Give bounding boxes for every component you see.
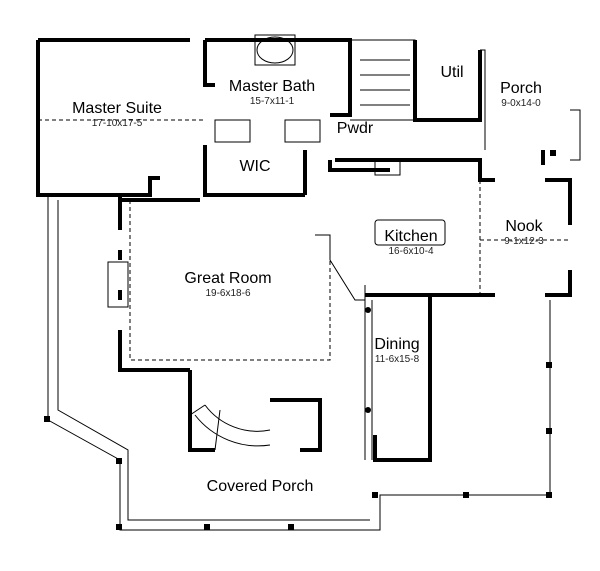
room-name: Master Bath [228,78,316,95]
room-name: Master Suite [72,100,162,117]
room-dims: 16-6x10-4 [388,246,434,257]
room-name: Porch [500,80,542,97]
room-util: Util [440,64,463,82]
room-name: WIC [239,158,271,175]
room-dims: 15-7x11-1 [249,96,295,107]
room-dims: 17-10x17-5 [91,118,143,129]
room-dims: 19-6x18-6 [205,288,251,299]
room-name: Covered Porch [206,478,314,495]
exterior-walls [36,38,572,462]
room-covered-porch: Covered Porch [207,478,314,496]
room-name: Kitchen [384,228,438,245]
room-dims: 11-6x15-8 [374,354,420,365]
room-name: Util [440,64,464,81]
room-dims: 9-1x12-3 [504,236,544,247]
room-name: Pwdr [336,120,374,137]
posts [44,150,556,530]
interior-lines [38,34,581,531]
room-wic: WIC [239,158,270,176]
room-dims: 9-0x14-0 [501,98,541,109]
room-name: Great Room [184,270,272,287]
room-name: Nook [505,218,543,235]
room-pwdr: Pwdr [337,120,373,138]
room-name: Dining [374,336,420,353]
